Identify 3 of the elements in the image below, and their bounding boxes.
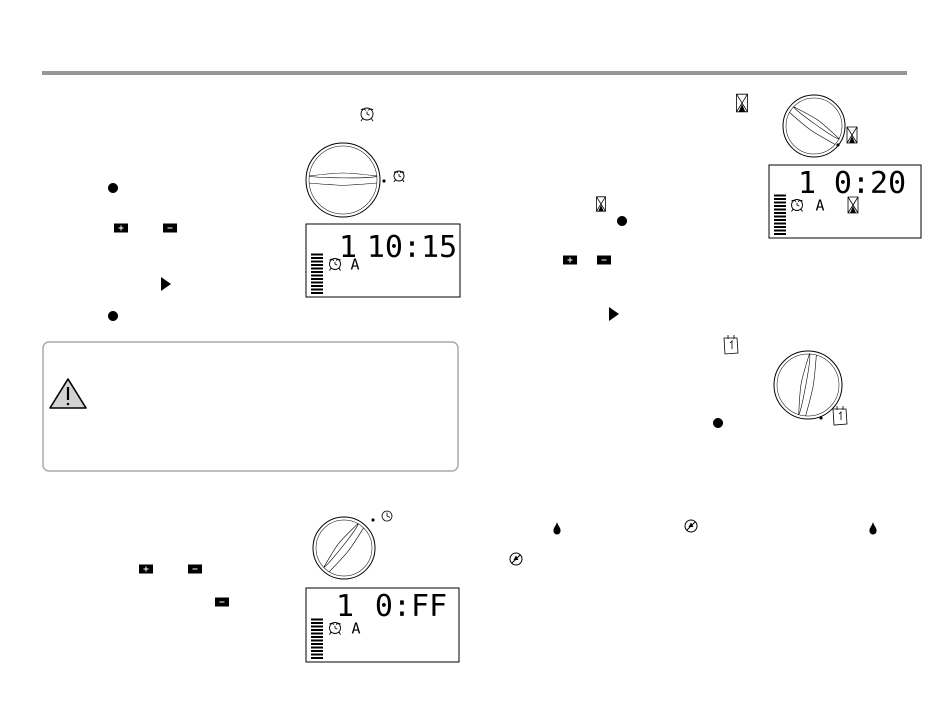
lcd-display: 1 0:20 A (768, 164, 922, 238)
lcd-display: 1 10:15 A (306, 224, 460, 298)
lcd-display: 1 0:FF A (306, 588, 460, 662)
